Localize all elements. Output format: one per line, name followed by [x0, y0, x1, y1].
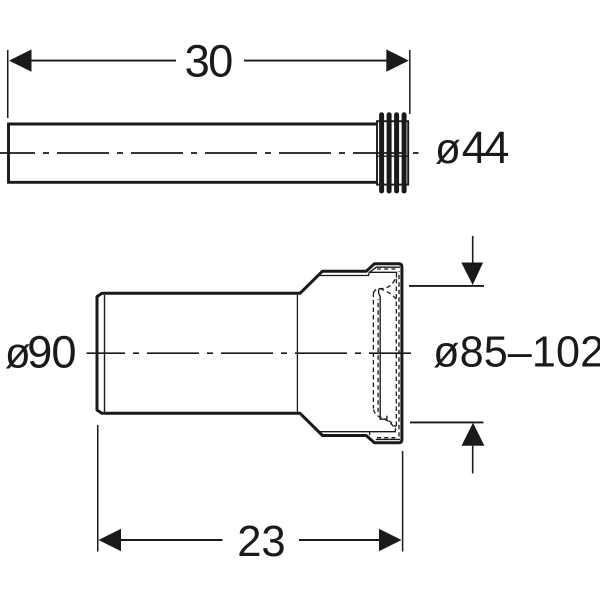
svg-text:90: 90 [27, 327, 76, 378]
svg-text:ø: ø [435, 125, 461, 172]
svg-text:ø85–102: ø85–102 [433, 328, 600, 376]
svg-text:23: 23 [237, 518, 286, 566]
svg-text:ø: ø [5, 330, 31, 377]
svg-text:30: 30 [185, 35, 233, 86]
svg-text:44: 44 [462, 122, 509, 173]
